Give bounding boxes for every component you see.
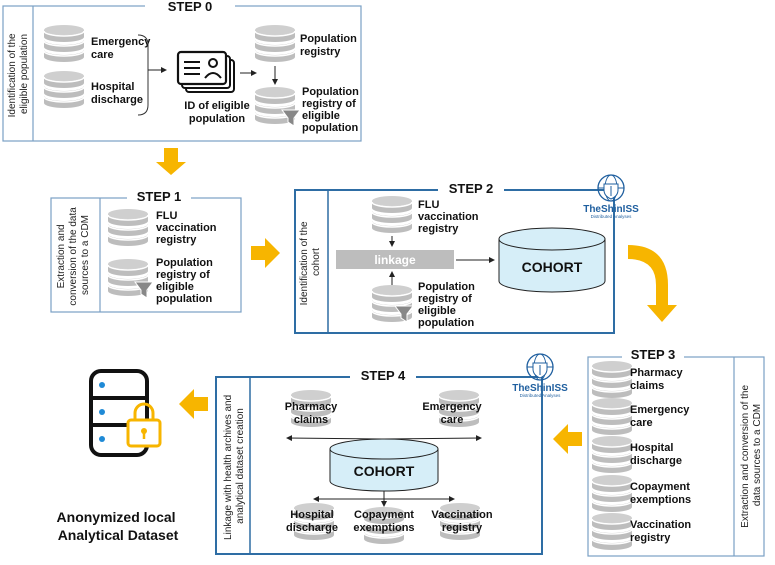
- svg-text:TheShinISS: TheShinISS: [583, 204, 639, 215]
- theshiniss-logo-step2: TheShinISS Distributed Analyses: [583, 174, 639, 219]
- secure-database-icon: [89, 369, 162, 457]
- step-2-title: STEP 2: [449, 181, 494, 196]
- output-label: Anonymized local Analytical Dataset: [57, 509, 180, 543]
- step-0-title: STEP 0: [168, 0, 213, 14]
- step-3-side-label: Extraction and conversion of the data so…: [740, 382, 763, 528]
- step-3-title: STEP 3: [631, 347, 676, 362]
- step-4-title: STEP 4: [361, 368, 406, 383]
- arrow-step0-to-step1: [156, 148, 186, 175]
- cohort-cylinder: [498, 227, 606, 293]
- step-0-panel: STEP 0 Identification of the eligible po…: [2, 0, 362, 142]
- linkage-bar: [336, 250, 454, 269]
- step-1-side-label: Extraction and conversion of the data so…: [56, 204, 91, 305]
- globe-shield-icon: [597, 174, 625, 202]
- cohort-label: COHORT: [354, 463, 415, 479]
- step-0-side-label: Identification of the eligible populatio…: [7, 31, 30, 118]
- id-card-icon: [176, 50, 235, 93]
- svg-text:Distributed Analyses: Distributed Analyses: [591, 214, 633, 219]
- theshiniss-logo-step4: TheShinISS Distributed Analyses: [512, 353, 568, 398]
- svg-text:TheShinISS: TheShinISS: [512, 383, 568, 394]
- step-1-title: STEP 1: [137, 189, 182, 204]
- svg-text:Distributed Analyses: Distributed Analyses: [520, 393, 562, 398]
- globe-shield-icon: [526, 353, 554, 381]
- arrow-step4-to-output: [179, 389, 208, 419]
- linkage-label: linkage: [374, 253, 416, 267]
- step-1-panel: STEP 1 Extraction and conversion of the …: [50, 189, 242, 313]
- step-2-side-label: Identification of the cohort: [299, 219, 322, 306]
- step-4-panel: STEP 4 Linkage with health archives and …: [215, 368, 543, 555]
- step-4-side-label: Linkage with health archives and analyti…: [223, 392, 246, 540]
- arrow-step1-to-step2: [251, 238, 280, 268]
- arrow-step3-to-step4: [553, 424, 582, 454]
- step-3-panel: STEP 3 Extraction and conversion of the …: [587, 347, 765, 557]
- cohort-label: COHORT: [522, 259, 583, 275]
- arrow-step2-to-step3: [628, 245, 677, 322]
